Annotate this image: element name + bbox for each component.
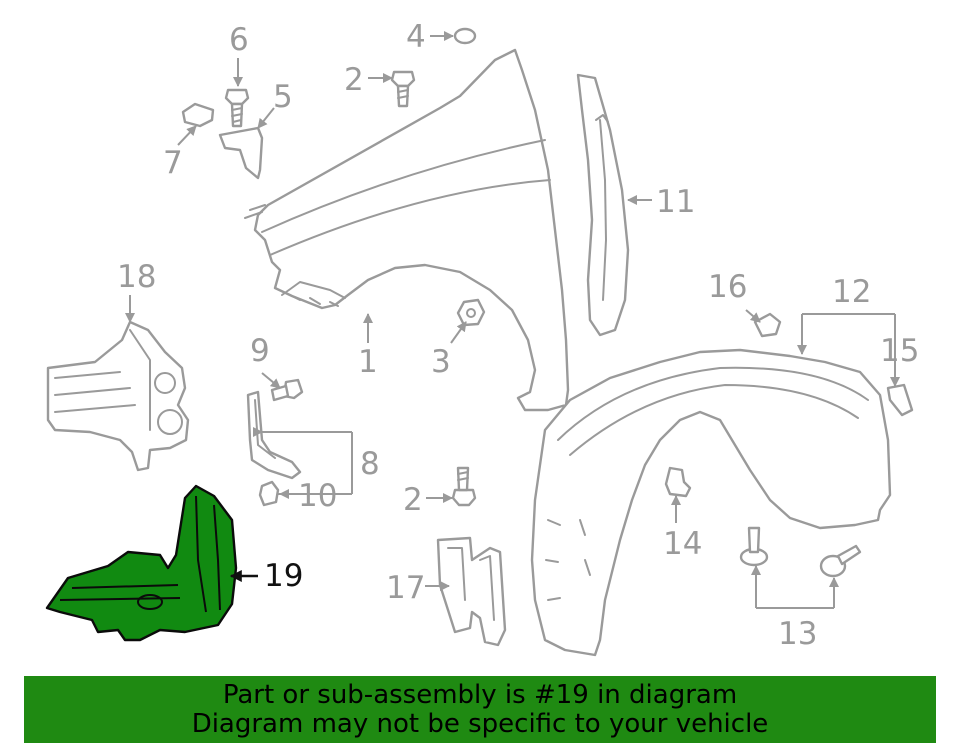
label-part-13[interactable]: 13 (778, 616, 817, 652)
label-part-7[interactable]: 7 (163, 145, 183, 181)
part-labels: 1 2 2 3 4 5 6 7 8 9 10 11 12 13 14 15 16… (117, 19, 919, 652)
label-part-2-top[interactable]: 2 (344, 62, 364, 98)
label-part-10[interactable]: 10 (298, 478, 337, 514)
bracket-part-17[interactable] (436, 536, 507, 647)
fender-part-1[interactable] (244, 48, 570, 412)
clip-part-16[interactable] (753, 312, 782, 338)
bracket-part-5[interactable] (218, 126, 264, 180)
banner-line-2: Diagram may not be specific to your vehi… (191, 709, 769, 739)
label-part-2-mid[interactable]: 2 (403, 482, 423, 518)
bracket-part-8[interactable] (246, 390, 302, 507)
screw-part-13-right[interactable] (819, 544, 862, 578)
banner-line-1: Part or sub-assembly is #19 in diagram (222, 680, 738, 710)
label-part-6[interactable]: 6 (229, 22, 249, 58)
bolt-part-2-mid[interactable] (451, 466, 477, 507)
bracket-part-18[interactable] (46, 320, 190, 472)
label-part-5[interactable]: 5 (273, 79, 293, 115)
liner-part-12[interactable] (530, 348, 892, 657)
label-part-19[interactable]: 19 (264, 558, 303, 594)
label-part-9[interactable]: 9 (250, 333, 270, 369)
splash-shield-part-19[interactable] (45, 484, 238, 642)
label-part-15[interactable]: 15 (880, 333, 919, 369)
label-part-16[interactable]: 16 (708, 269, 747, 305)
bolt-part-6[interactable] (224, 88, 250, 128)
seal-part-11[interactable] (576, 73, 630, 337)
label-part-18[interactable]: 18 (117, 259, 156, 295)
screw-part-13-left[interactable] (739, 526, 769, 567)
label-part-11[interactable]: 11 (656, 184, 695, 220)
label-part-14[interactable]: 14 (663, 526, 702, 562)
bolt-part-2-top[interactable] (390, 70, 416, 108)
nut-part-3[interactable] (456, 298, 486, 327)
label-part-8[interactable]: 8 (360, 446, 380, 482)
clip-part-14[interactable] (664, 466, 692, 498)
info-banner: Part or sub-assembly is #19 in diagram D… (24, 676, 936, 743)
label-part-12[interactable]: 12 (832, 274, 871, 310)
plug-part-4[interactable] (453, 27, 477, 45)
label-part-3[interactable]: 3 (431, 344, 451, 380)
clip-part-7[interactable] (181, 102, 215, 128)
bolt-part-9[interactable] (270, 378, 304, 402)
label-part-4[interactable]: 4 (406, 19, 426, 55)
label-part-17[interactable]: 17 (386, 570, 425, 606)
label-part-1[interactable]: 1 (358, 344, 378, 380)
clip-part-15[interactable] (886, 383, 914, 417)
leader-lines (125, 31, 900, 609)
